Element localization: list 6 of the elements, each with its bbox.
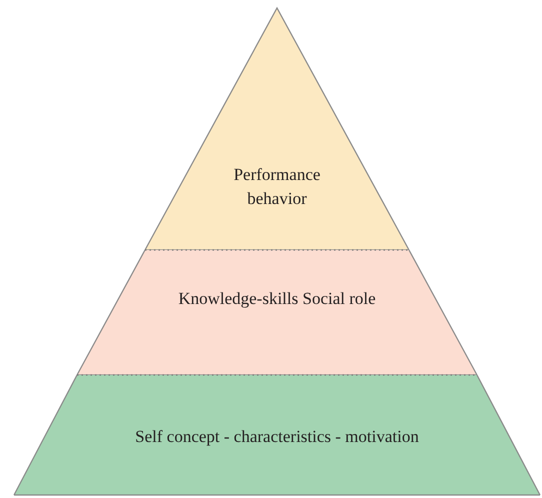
pyramid-tier — [145, 8, 409, 250]
tier-label: Self concept - characteristics - motivation — [134, 426, 420, 448]
tier-label: Performance behavior — [232, 164, 322, 210]
pyramid-tier — [14, 375, 540, 495]
pyramid-tier — [77, 250, 477, 375]
tier-label: Knowledge-skills Social role — [177, 288, 377, 310]
